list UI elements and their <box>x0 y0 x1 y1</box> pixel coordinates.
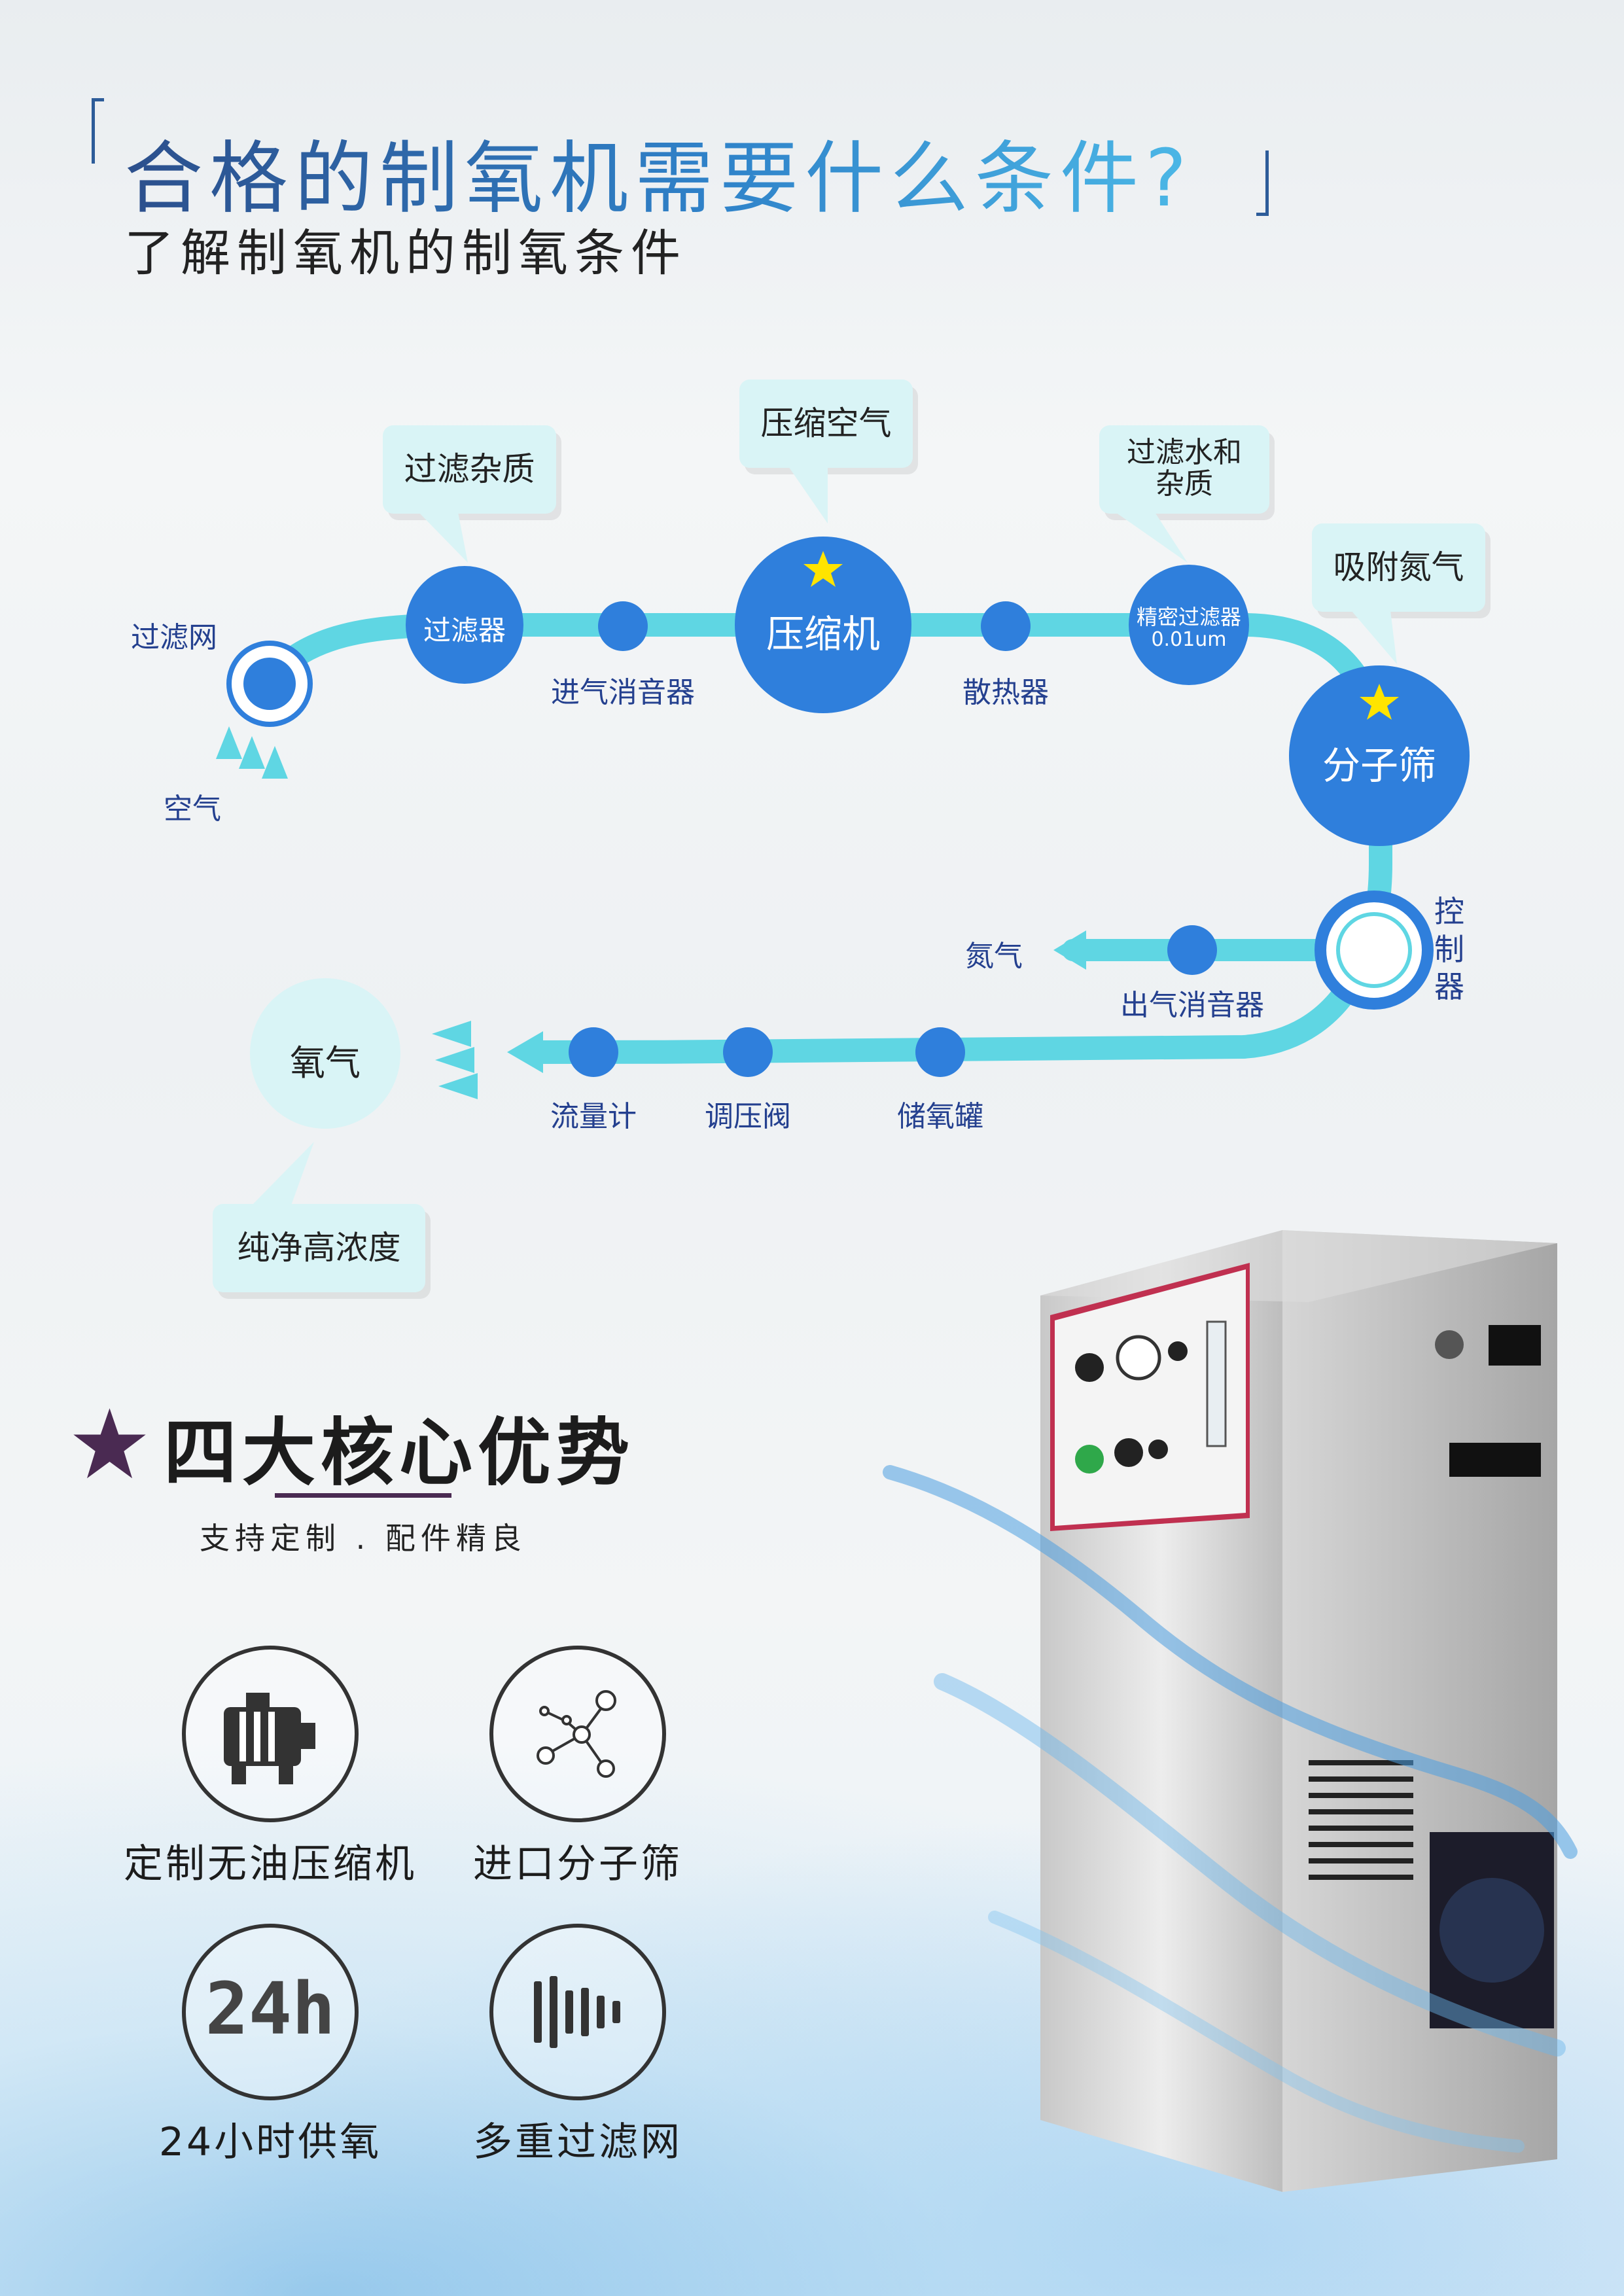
motor-icon <box>224 1693 315 1784</box>
oxygen-outlet-arrows-icon <box>432 1021 478 1099</box>
sieve-star-icon <box>1360 684 1399 720</box>
filter-net-label: 过滤网 <box>131 621 217 654</box>
nitrogen-label: 氮气 <box>965 940 1023 973</box>
callout-filter-impurities <box>383 425 561 563</box>
sieve-node <box>1289 665 1470 846</box>
filter-node-label: 过滤器 <box>423 614 506 646</box>
callout-filter-water-line2: 杂质 <box>1156 467 1213 501</box>
callout-compress-air-text: 压缩空气 <box>760 404 892 442</box>
air-inlet-arrows-icon <box>216 726 288 779</box>
callout-adsorb-nitrogen <box>1312 523 1491 664</box>
title-bracket-right <box>1256 150 1269 216</box>
flowmeter-label: 流量计 <box>550 1100 637 1133</box>
oxygen-generator-product-image <box>883 1230 1578 2192</box>
callout-filter-water <box>1099 425 1275 563</box>
oxygen-tank-label: 储氧罐 <box>897 1100 983 1133</box>
exhaust-muffler-dot <box>1167 925 1217 975</box>
callout-pure-high-concentration-text: 纯净高浓度 <box>237 1229 401 1267</box>
precision-filter-node <box>1129 565 1249 685</box>
filter-net-core <box>243 658 296 710</box>
advantage-label-oil-free-compressor: 定制无油压缩机 <box>124 1841 417 1887</box>
oxygen-bubble <box>250 978 400 1129</box>
controller-label: 控制器 <box>1434 894 1464 1004</box>
pressure-valve-dot <box>723 1027 773 1077</box>
callout-pure-high-concentration <box>213 1142 431 1299</box>
advantages-subtitle: 支持定制 . 配件精良 <box>200 1521 527 1556</box>
oxygen-arrow-head <box>507 1031 543 1073</box>
flowmeter-dot <box>569 1027 618 1077</box>
advantage-label-imported-sieve: 进口分子筛 <box>473 1841 682 1887</box>
process-flow-diagram <box>213 380 1491 1299</box>
intake-muffler-dot <box>598 601 648 651</box>
24h-icon: 24h <box>205 1967 336 2051</box>
advantage-label-multi-filter: 多重过滤网 <box>473 2119 682 2165</box>
precision-filter-node-label: 精密过滤器 <box>1136 605 1241 629</box>
compressor-node-label: 压缩机 <box>766 612 880 656</box>
callout-adsorb-nitrogen-text: 吸附氮气 <box>1333 548 1464 586</box>
oxygen-tank-dot <box>915 1027 965 1077</box>
exhaust-muffler-label: 出气消音器 <box>1120 989 1264 1022</box>
advantage-label-24h-oxygen: 24小时供氧 <box>158 2119 382 2165</box>
nitrogen-arrow-head <box>1053 930 1086 970</box>
controller-inner <box>1336 912 1412 988</box>
callout-filter-impurities-text: 过滤杂质 <box>404 450 535 488</box>
molecule-icon <box>537 1690 616 1778</box>
precision-filter-spec: 0.01um <box>1151 628 1227 651</box>
filter-lines-icon <box>534 1976 620 2048</box>
sieve-node-label: 分子筛 <box>1322 743 1436 788</box>
filter-lines-icon-circle <box>489 1924 666 2100</box>
advantages-title: 四大核心优势 <box>164 1411 635 1496</box>
compressor-star-icon <box>803 551 843 587</box>
molecule-icon-circle <box>489 1646 666 1822</box>
radiator-label: 散热器 <box>962 676 1049 709</box>
compressor-node <box>735 537 911 713</box>
page-subtitle: 了解制氧机的制氧条件 <box>124 224 687 282</box>
air-label: 空气 <box>164 792 221 826</box>
advantages-star-icon <box>73 1408 146 1479</box>
page-title: 合格的制氧机需要什么条件? <box>124 115 1193 228</box>
title-bracket-left <box>92 98 104 164</box>
advantages-title-underline <box>275 1493 451 1498</box>
oxygen-label: 氧气 <box>290 1042 361 1084</box>
motor-icon-circle <box>182 1646 359 1822</box>
filter-node <box>406 566 523 684</box>
intake-muffler-label: 进气消音器 <box>551 676 695 709</box>
24h-icon-circle: 24h <box>182 1924 359 2100</box>
callout-filter-water-line1: 过滤水和 <box>1127 436 1242 469</box>
pressure-valve-label: 调压阀 <box>705 1100 791 1133</box>
radiator-dot <box>981 601 1031 651</box>
callout-compress-air <box>739 380 918 523</box>
